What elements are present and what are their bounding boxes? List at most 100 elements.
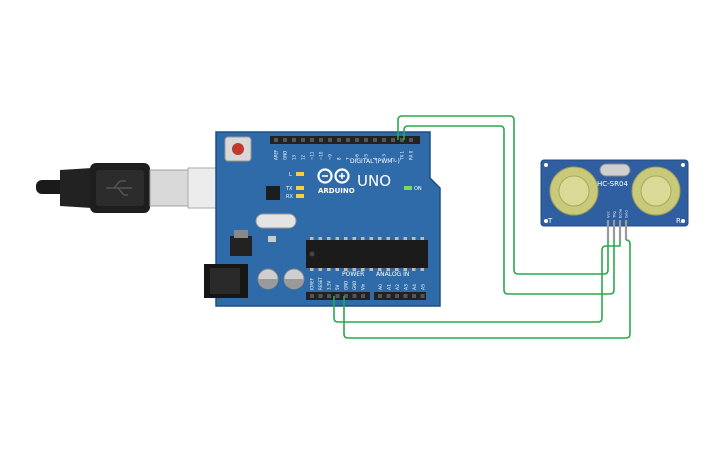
crystal-oscillator <box>255 213 297 229</box>
sensor-model-label: HC-SR04 <box>597 180 628 188</box>
digital-pin-label: ~6 <box>355 154 360 160</box>
analog-pin-label: A3 <box>404 284 410 290</box>
usb-cable-boot <box>60 168 92 208</box>
digital-pin-label: 12 <box>301 154 306 160</box>
digital-pin-label: 13 <box>292 154 297 160</box>
analog-pin[interactable] <box>386 294 391 298</box>
analog-header-label: ANALOG IN <box>376 271 409 278</box>
digital-pin[interactable] <box>301 138 305 142</box>
power-pin-label: 5V <box>335 284 340 290</box>
smd-part <box>268 236 276 242</box>
usb-cable <box>36 163 229 213</box>
digital-pin-label: AREF <box>274 149 279 160</box>
chip-leg <box>369 268 373 271</box>
digital-pin[interactable] <box>400 138 404 142</box>
power-pin[interactable] <box>344 294 348 298</box>
chip-legs-bottom <box>310 268 424 271</box>
power-pin[interactable] <box>310 294 314 298</box>
analog-pin-label: A4 <box>412 284 418 290</box>
chip-leg <box>344 237 348 240</box>
receiver-transducer <box>631 166 681 216</box>
chip-leg <box>327 237 331 240</box>
power-pin-label: RESET <box>318 277 323 290</box>
led-l <box>296 172 304 176</box>
arduino-logo <box>317 168 350 184</box>
led-l-label: L <box>289 172 292 178</box>
digital-pin-label: 8 <box>337 157 342 160</box>
power-header-label: POWER <box>342 271 364 278</box>
chip-leg <box>369 237 373 240</box>
digital-pin[interactable] <box>391 138 395 142</box>
digital-pin[interactable] <box>382 138 386 142</box>
chip-leg <box>420 268 424 271</box>
power-pin[interactable] <box>318 294 323 298</box>
chip-leg <box>403 237 407 240</box>
chip-legs-top <box>310 237 424 240</box>
analog-header <box>374 292 426 300</box>
mount-hole-3 <box>544 219 548 223</box>
digital-pin-label: ~9 <box>328 154 333 160</box>
voltage-regulator-tab <box>234 230 248 238</box>
voltage-regulator <box>230 236 252 256</box>
analog-pin[interactable] <box>412 294 416 298</box>
wire-d2-trig[interactable] <box>403 125 615 295</box>
digital-pin[interactable] <box>292 138 296 142</box>
digital-pin-label: 4 <box>373 157 378 160</box>
power-pin[interactable] <box>352 294 357 298</box>
digital-pin-label: ~5 <box>364 154 369 160</box>
digital-pin[interactable] <box>355 138 359 142</box>
sensor-pin-label: Trig <box>612 211 617 219</box>
analog-pin[interactable] <box>420 294 425 298</box>
wire-gnd-gnd[interactable] <box>343 239 631 339</box>
power-jack-inner <box>210 268 240 294</box>
chip-leg <box>412 268 416 271</box>
chip-notch <box>309 251 315 257</box>
brand-label: ARDUINO <box>318 187 355 195</box>
analog-pin[interactable] <box>395 294 399 298</box>
digital-pin[interactable] <box>346 138 350 142</box>
digital-pin-label: GND <box>283 151 288 160</box>
digital-pin[interactable] <box>283 138 287 142</box>
chip-leg <box>327 268 331 271</box>
chip-leg <box>386 237 390 240</box>
digital-pin-holes <box>274 138 413 142</box>
chip-leg <box>335 237 339 240</box>
digital-pin[interactable] <box>373 138 377 142</box>
power-pin-label: GND <box>344 281 349 290</box>
transmitter-mark: T <box>547 217 553 225</box>
reset-button[interactable] <box>232 143 244 155</box>
digital-pin[interactable] <box>319 138 323 142</box>
chip-leg <box>352 237 356 240</box>
usb-interface-chip <box>266 186 280 200</box>
analog-pin[interactable] <box>378 294 382 298</box>
digital-pin[interactable] <box>409 138 413 142</box>
analog-pin[interactable] <box>403 294 408 298</box>
digital-pin[interactable] <box>310 138 314 142</box>
led-rx-label: RX <box>286 194 293 200</box>
wire-5v-vcc[interactable] <box>333 240 621 323</box>
digital-pin[interactable] <box>274 138 278 142</box>
digital-pin[interactable] <box>328 138 332 142</box>
power-pin-label: 3.3V <box>327 281 332 290</box>
power-pin[interactable] <box>327 294 331 298</box>
digital-pin-label: ~10 <box>319 151 324 160</box>
digital-pin[interactable] <box>364 138 368 142</box>
chip-leg <box>378 237 382 240</box>
mount-hole-4 <box>681 219 685 223</box>
analog-pin-label: A2 <box>395 284 401 290</box>
chip-leg <box>361 268 365 271</box>
digital-pin[interactable] <box>337 138 341 142</box>
chip-leg <box>335 268 339 271</box>
receiver-mark: R <box>676 217 681 225</box>
digital-pin-label: 2 <box>391 157 396 160</box>
power-pin[interactable] <box>335 294 340 298</box>
power-pin[interactable] <box>361 294 365 298</box>
analog-pin-label: A0 <box>378 284 384 290</box>
wire-d3-echo[interactable] <box>397 115 609 275</box>
chip-leg <box>395 237 399 240</box>
digital-header <box>270 136 420 144</box>
sensor-pin-label: Vcc <box>606 211 611 218</box>
